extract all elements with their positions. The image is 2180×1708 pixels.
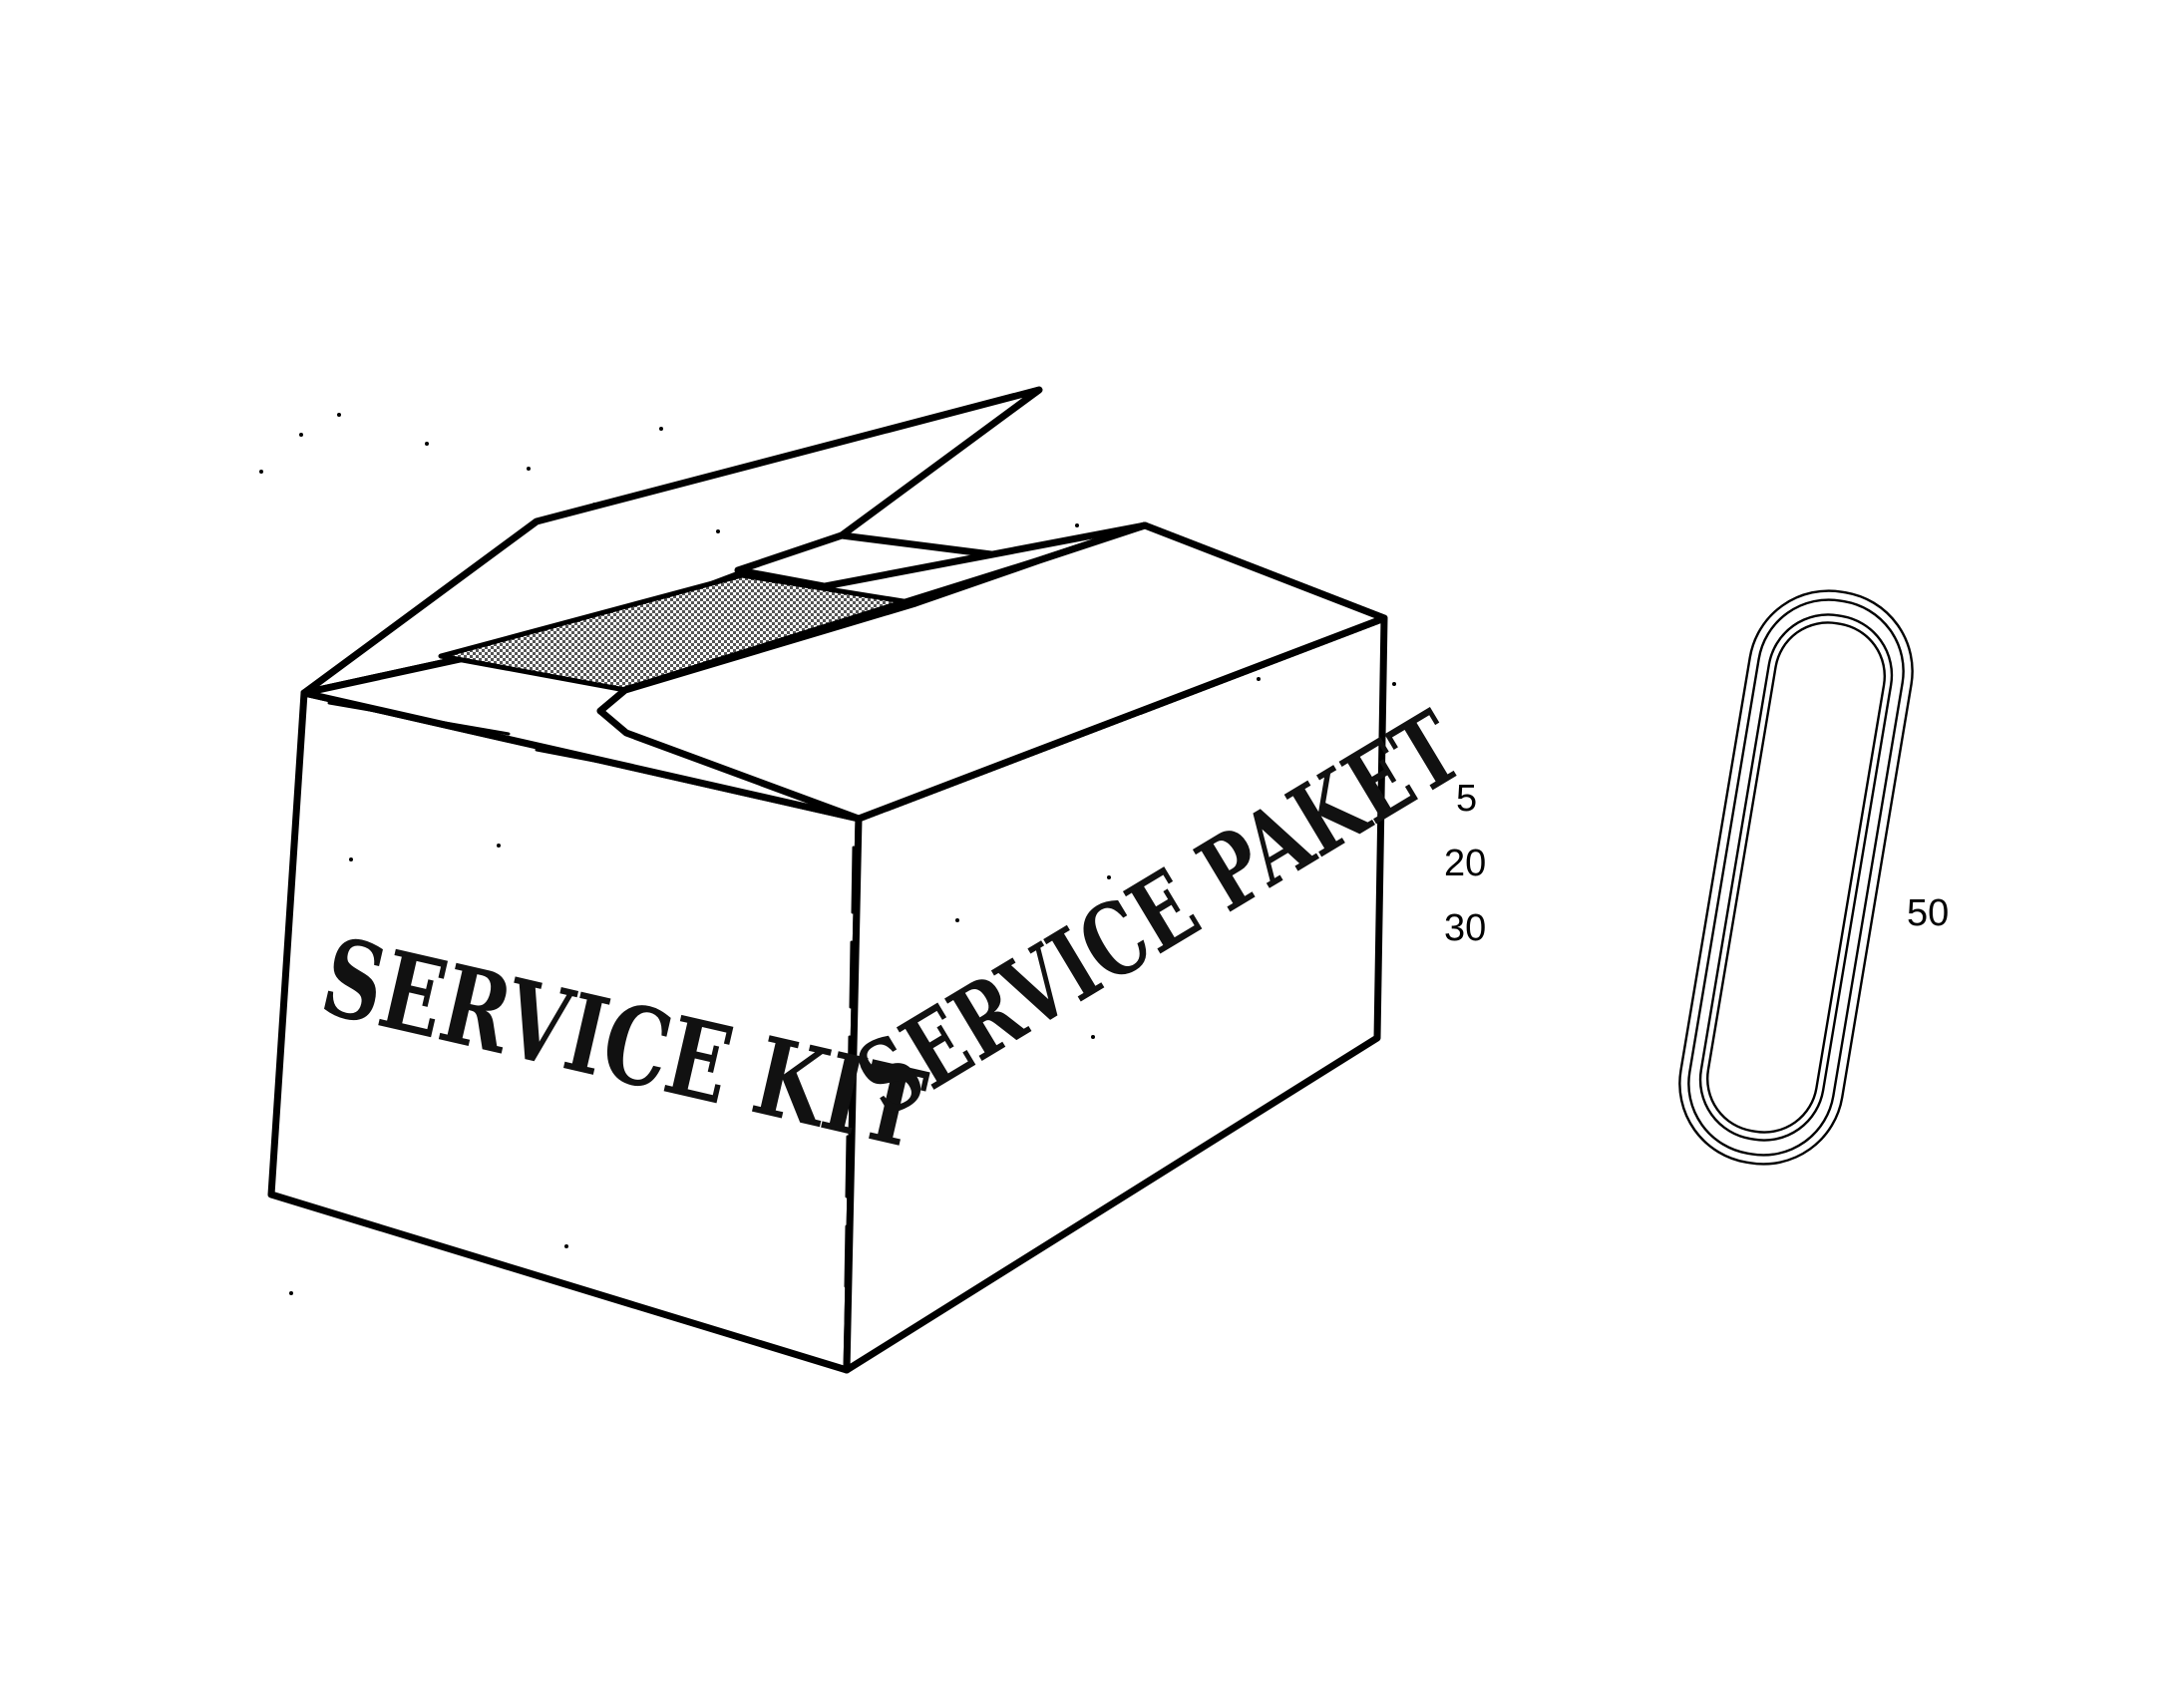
callout-label-3: 30 [1444,907,1486,949]
callout-label-ring: 50 [1907,892,1949,934]
belt-ring-inner [1698,613,1894,1142]
service-kit-box: SERVICE KIT SERVICE PAKET [267,386,1480,1374]
box-top-crease-right [535,748,705,784]
callout-group-box: 5 20 30 [1444,778,1486,949]
belt-ring-outer [1678,589,1914,1166]
scan-specks [259,413,1396,1295]
belt-ring-mid [1687,598,1905,1157]
callout-label-1: 5 [1456,778,1477,820]
box-flap-front-lower [596,521,1388,823]
box-top-crease-left [327,701,511,736]
box-edge-seam [844,846,856,1288]
belt-ring [1678,589,1914,1166]
callout-label-2: 20 [1444,843,1486,884]
belt-ring-core [1705,621,1887,1134]
